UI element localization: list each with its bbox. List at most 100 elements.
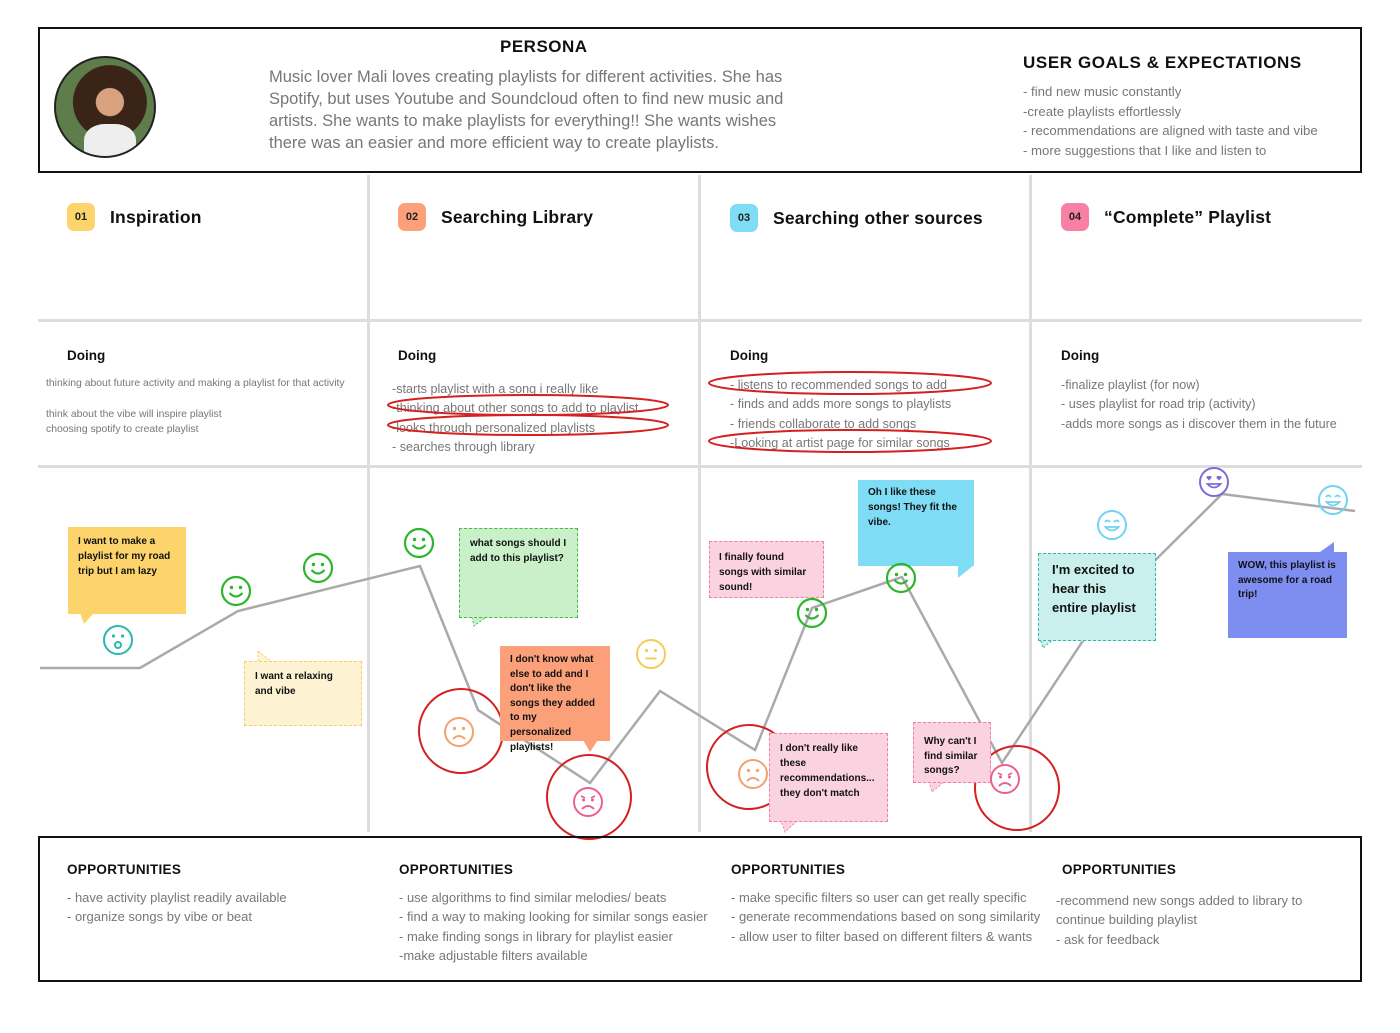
sad-face-icon bbox=[738, 759, 768, 789]
doing-item: - finds and adds more songs to playlists bbox=[730, 397, 952, 412]
doing-title: Doing bbox=[1061, 348, 1100, 363]
doing-list: -finalize playlist (for now) - uses play… bbox=[1061, 376, 1337, 434]
doing-title: Doing bbox=[730, 348, 769, 363]
persona-panel bbox=[38, 27, 1362, 173]
happy-face-icon bbox=[1097, 510, 1127, 540]
doing-item: -looks through personalized playlists bbox=[392, 420, 596, 435]
column-divider bbox=[698, 175, 701, 832]
opportunity-item: - make specific filters so user can get … bbox=[731, 890, 1027, 905]
opportunity-item: - use algorithms to find similar melodie… bbox=[399, 890, 667, 905]
sad-face-icon bbox=[444, 717, 474, 747]
goals-list: - find new music constantly -create play… bbox=[1023, 82, 1318, 160]
opportunities-title: OPPORTUNITIES bbox=[67, 862, 182, 877]
note-excited: I'm excited to hear this entire playlist bbox=[1038, 553, 1156, 641]
doing-item: - friends collaborate to add songs bbox=[730, 416, 917, 431]
sad-face-icon bbox=[573, 787, 603, 817]
phase-title: Searching Library bbox=[441, 206, 594, 227]
opportunity-item: - have activity playlist readily availab… bbox=[67, 890, 287, 905]
doing-item: -thinking about other songs to add to pl… bbox=[392, 401, 639, 416]
doing-list: -starts playlist with a song i really li… bbox=[392, 380, 638, 457]
note-oh-like: Oh I like these songs! They fit the vibe… bbox=[858, 480, 974, 566]
happy-face-icon bbox=[220, 575, 252, 607]
neutral-face-icon bbox=[636, 639, 666, 669]
annotation-circle bbox=[546, 754, 632, 840]
doing-item: -finalize playlist (for now) bbox=[1061, 378, 1200, 392]
opportunities-list: - use algorithms to find similar melodie… bbox=[399, 888, 708, 965]
doing-list: - listens to recommended songs to add - … bbox=[730, 376, 951, 453]
note-lazy: I want to make a playlist for my road tr… bbox=[68, 527, 186, 614]
phase-searching-other-sources: 03 Searching other sources bbox=[730, 204, 983, 232]
opportunities-title: OPPORTUNITIES bbox=[1062, 862, 1177, 877]
annotation-oval bbox=[708, 371, 992, 395]
opportunity-item: continue building playlist bbox=[1056, 912, 1197, 928]
phase-title: “Complete” Playlist bbox=[1104, 206, 1272, 227]
happy-face-icon bbox=[302, 552, 334, 584]
surprised-face-icon bbox=[103, 625, 133, 655]
doing-title: Doing bbox=[67, 348, 106, 363]
opportunities-list: - have activity playlist readily availab… bbox=[67, 888, 287, 927]
opportunity-item: - find a way to making looking for simil… bbox=[399, 909, 708, 925]
happy-face-icon bbox=[403, 527, 435, 559]
phase-number-badge: 01 bbox=[67, 203, 95, 231]
doing-item: -adds more songs as i discover them in t… bbox=[1061, 416, 1337, 431]
doing-item: - listens to recommended songs to add bbox=[730, 378, 948, 392]
annotation-oval bbox=[708, 429, 992, 453]
phase-number-badge: 02 bbox=[398, 203, 426, 231]
row-divider bbox=[38, 465, 1362, 468]
row-divider bbox=[38, 319, 1362, 322]
goal-item: -create playlists effortlessly bbox=[1023, 103, 1182, 119]
doing-item: - searches through library bbox=[392, 439, 535, 454]
goal-item: - recommendations are aligned with taste… bbox=[1023, 123, 1318, 138]
doing-item: choosing spotify to create playlist bbox=[46, 423, 199, 435]
opportunity-item: - organize songs by vibe or beat bbox=[67, 909, 252, 925]
phase-complete-playlist: 04 “Complete” Playlist bbox=[1061, 203, 1271, 231]
goal-item: - more suggestions that I like and liste… bbox=[1023, 142, 1267, 158]
note-what-songs: what songs should I add to this playlist… bbox=[459, 528, 578, 618]
doing-title: Doing bbox=[398, 348, 437, 363]
persona-title: PERSONA bbox=[500, 37, 588, 56]
sad-face-icon bbox=[990, 764, 1020, 794]
opportunities-panel bbox=[38, 836, 1362, 982]
doing-item: -starts playlist with a song i really li… bbox=[392, 382, 599, 396]
doing-item: thinking about future activity and makin… bbox=[46, 378, 345, 389]
happy-face-icon bbox=[885, 562, 917, 594]
annotation-oval bbox=[387, 414, 669, 436]
doing-item: - uses playlist for road trip (activity) bbox=[1061, 397, 1256, 412]
annotation-ovals bbox=[387, 371, 1060, 840]
goals-title: USER GOALS & EXPECTATIONS bbox=[1023, 53, 1302, 72]
persona-avatar bbox=[54, 56, 156, 158]
opportunity-item: -make adjustable filters available bbox=[399, 947, 588, 963]
opportunities-list: - make specific filters so user can get … bbox=[731, 888, 1040, 946]
happy-face-icon bbox=[796, 597, 828, 629]
doing-item: think about the vibe will inspire playli… bbox=[46, 408, 222, 420]
opportunities-title: OPPORTUNITIES bbox=[399, 862, 514, 877]
goal-item: - find new music constantly bbox=[1023, 84, 1182, 99]
note-relaxing: I want a relaxing and vibe bbox=[244, 661, 362, 726]
phase-title: Inspiration bbox=[110, 206, 202, 227]
annotation-circle bbox=[974, 745, 1060, 831]
note-finally-found: I finally found songs with similar sound… bbox=[709, 541, 824, 598]
opportunity-item: - ask for feedback bbox=[1056, 931, 1160, 947]
opportunity-item: - allow user to filter based on differen… bbox=[731, 928, 1033, 944]
persona-description: Music lover Mali loves creating playlist… bbox=[269, 68, 784, 152]
doing-item: -Looking at artist page for similar song… bbox=[730, 435, 950, 450]
phase-title: Searching other sources bbox=[773, 207, 983, 228]
column-divider bbox=[367, 175, 370, 832]
note-wow: WOW, this playlist is awesome for a road… bbox=[1228, 552, 1347, 638]
column-divider bbox=[1029, 175, 1032, 832]
phase-searching-library: 02 Searching Library bbox=[398, 203, 593, 231]
love-face-icon bbox=[1199, 467, 1229, 497]
note-dont-like-recs: I don't really like these recommendation… bbox=[769, 733, 888, 822]
opportunities-title: OPPORTUNITIES bbox=[731, 862, 846, 877]
annotation-oval bbox=[387, 394, 669, 416]
opportunity-item: -recommend new songs added to library to bbox=[1056, 893, 1303, 908]
doing-list: thinking about future activity and makin… bbox=[46, 376, 345, 437]
opportunity-item: - generate recommendations based on song… bbox=[731, 909, 1041, 925]
emotion-curve bbox=[40, 492, 1356, 785]
phase-number-badge: 03 bbox=[730, 204, 758, 232]
note-why-cant: Why can't I find similar songs? bbox=[913, 722, 991, 783]
note-dont-know: I don't know what else to add and I don'… bbox=[500, 646, 610, 753]
opportunities-list: -recommend new songs added to library to… bbox=[1056, 891, 1302, 949]
opportunity-item: - make finding songs in library for play… bbox=[399, 928, 673, 944]
phase-inspiration: 01 Inspiration bbox=[67, 203, 202, 231]
